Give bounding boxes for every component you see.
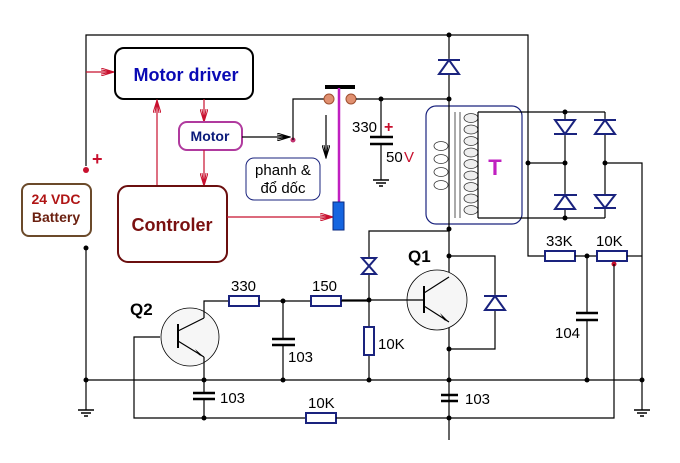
secondary-coil-loop bbox=[463, 124, 479, 135]
primary-coil-loop bbox=[433, 154, 449, 164]
r-10k-pot-label: 10K bbox=[596, 233, 623, 250]
battery-block: 24 VDC Battery bbox=[21, 183, 92, 237]
cap-voltage-unit: V bbox=[404, 149, 414, 166]
secondary-coil-loop bbox=[463, 136, 479, 146]
controller-label: Controler bbox=[132, 215, 213, 235]
controller-block: Controler bbox=[117, 185, 228, 263]
battery-minus-terminal bbox=[83, 245, 89, 251]
secondary-coil-loop bbox=[463, 205, 479, 215]
r-150-label: 150 bbox=[312, 278, 337, 295]
transformer bbox=[425, 99, 528, 440]
q2-label: Q2 bbox=[130, 300, 153, 319]
brake-label-line1: phanh & bbox=[255, 162, 311, 179]
r-10k-bottom-label: 10K bbox=[308, 395, 335, 412]
diode-top bbox=[437, 58, 461, 75]
secondary-coil-loop bbox=[463, 113, 479, 123]
battery-label: Battery bbox=[32, 209, 80, 225]
secondary-coil-loop bbox=[463, 159, 479, 169]
secondary-coil-loop bbox=[463, 182, 479, 192]
solenoid bbox=[332, 201, 345, 231]
primary-coil-loop bbox=[433, 167, 449, 177]
cap-330-plus: + bbox=[384, 119, 393, 136]
transistor-q1 bbox=[340, 226, 507, 421]
motor-driver-block: Motor driver bbox=[114, 47, 254, 100]
transistor-q2 bbox=[133, 295, 449, 424]
secondary-coil-loop bbox=[463, 193, 479, 204]
motor-block: Motor bbox=[178, 121, 243, 151]
motor-label: Motor bbox=[191, 128, 230, 144]
cap-330-label: 330 bbox=[352, 119, 377, 136]
motor-driver-label: Motor driver bbox=[133, 65, 238, 85]
c-103-q1-label: 103 bbox=[465, 391, 490, 408]
secondary-coil-loop bbox=[463, 147, 479, 158]
battery-plus-terminal bbox=[83, 167, 89, 173]
secondary-coil-loop bbox=[463, 170, 479, 181]
capacitor-330uf bbox=[370, 99, 393, 187]
r-33k-label: 33K bbox=[546, 233, 573, 250]
c-103-q2-label: 103 bbox=[220, 390, 245, 407]
battery-plus-sign: + bbox=[92, 149, 103, 169]
r-330-label: 330 bbox=[231, 278, 256, 295]
brake-switch bbox=[323, 85, 357, 231]
r-10k-q1-label: 10K bbox=[378, 336, 405, 353]
cap-voltage-num: 50 bbox=[386, 149, 403, 166]
c-103-mid-label: 103 bbox=[288, 349, 313, 366]
primary-coil-loop bbox=[433, 141, 449, 151]
ground-rail bbox=[78, 377, 650, 417]
bridge-rectifier bbox=[525, 109, 643, 410]
transformer-label: T bbox=[488, 155, 502, 180]
brake-label-line2: đổ dốc bbox=[260, 180, 306, 197]
battery-voltage-label: 24 VDC bbox=[31, 191, 80, 207]
feedback-divider bbox=[449, 250, 642, 419]
brake-label-box: phanh & đổ dốc bbox=[245, 157, 321, 201]
c-104-label: 104 bbox=[555, 325, 580, 342]
q1-label: Q1 bbox=[408, 247, 431, 266]
primary-coil-loop bbox=[433, 180, 449, 190]
battery-wires bbox=[83, 160, 89, 410]
